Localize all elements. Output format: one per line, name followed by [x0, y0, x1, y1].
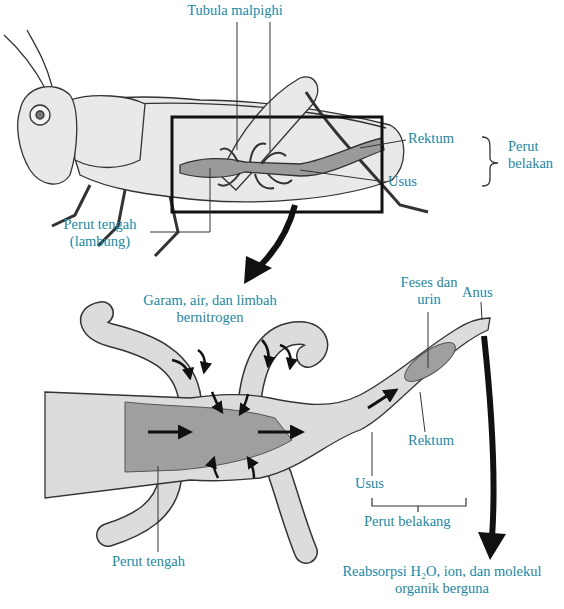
leader-line: [372, 432, 373, 476]
part-label: Tubula malpighi: [175, 2, 295, 19]
leader-line: [428, 312, 429, 368]
leader-line: [420, 392, 425, 432]
tubule-outline: [92, 313, 190, 400]
antenna: [27, 30, 52, 86]
middle-leg: [155, 196, 178, 256]
part-label: Perut tengah (lambung): [50, 216, 150, 251]
part-label: Perut tengah: [112, 553, 185, 570]
part-label: Rektum: [408, 130, 454, 147]
tubule-outline: [250, 333, 316, 398]
midgut-lumen: [125, 402, 292, 472]
reabsorption-arrow: [484, 336, 494, 538]
part-label: Rektum: [408, 432, 454, 449]
grasshopper: [4, 30, 428, 256]
leader-lines-detail: [158, 302, 482, 552]
tubule: [92, 313, 190, 400]
part-label: Feses dan urin: [398, 274, 460, 309]
tubule: [280, 475, 306, 552]
flow-arrows: [148, 340, 396, 478]
leader-lines-top: [150, 22, 406, 232]
pronotum: [70, 96, 145, 168]
flow-arrow: [258, 431, 302, 434]
flow-arrow: [248, 458, 254, 478]
reabsorption-arrow-head: [478, 532, 506, 560]
antenna: [4, 35, 45, 88]
bracket: [482, 137, 498, 186]
leader-line: [150, 168, 210, 232]
leader-line: [300, 170, 386, 182]
flow-arrow: [212, 392, 222, 412]
tubule-sketch: [218, 144, 292, 189]
part-label: Perut belakan: [508, 138, 564, 173]
part-label: Usus: [355, 475, 384, 492]
leader-line: [158, 466, 159, 552]
leader-line: [360, 140, 406, 148]
flow-arrow: [368, 390, 396, 408]
flow-arrow: [172, 360, 190, 378]
flow-arrow: [262, 340, 269, 366]
eye: [30, 105, 50, 125]
gut-tube: [45, 318, 490, 498]
part-label: Reabsorpsi H₂O, ion, dan molekul organik…: [322, 563, 562, 598]
flow-arrow: [148, 431, 190, 434]
eye-pupil: [36, 111, 44, 119]
part-label: Usus: [388, 173, 417, 190]
zoom-arrow: [260, 205, 295, 266]
tubule-outline: [280, 475, 306, 552]
gut: [180, 138, 384, 177]
rectum-contents: [399, 336, 461, 388]
flow-arrow: [280, 345, 291, 368]
part-label: Perut belakang: [364, 513, 451, 530]
part-label: Garam, air, dan limbah bernitrogen: [130, 292, 290, 327]
flow-arrow: [240, 394, 248, 414]
bracket: [372, 498, 466, 512]
zoom-arrow-head: [244, 256, 272, 284]
flow-arrow: [198, 350, 205, 372]
tubule: [250, 333, 316, 398]
leader-line: [481, 302, 482, 320]
leader-line: [237, 22, 238, 150]
head: [18, 87, 77, 184]
zoom-box: [172, 117, 382, 212]
leader-line: [270, 22, 271, 152]
flow-arrow: [213, 458, 218, 478]
digestive-detail: [45, 302, 506, 560]
malpighian-tubules: [92, 313, 317, 552]
part-label: Anus: [462, 284, 493, 301]
